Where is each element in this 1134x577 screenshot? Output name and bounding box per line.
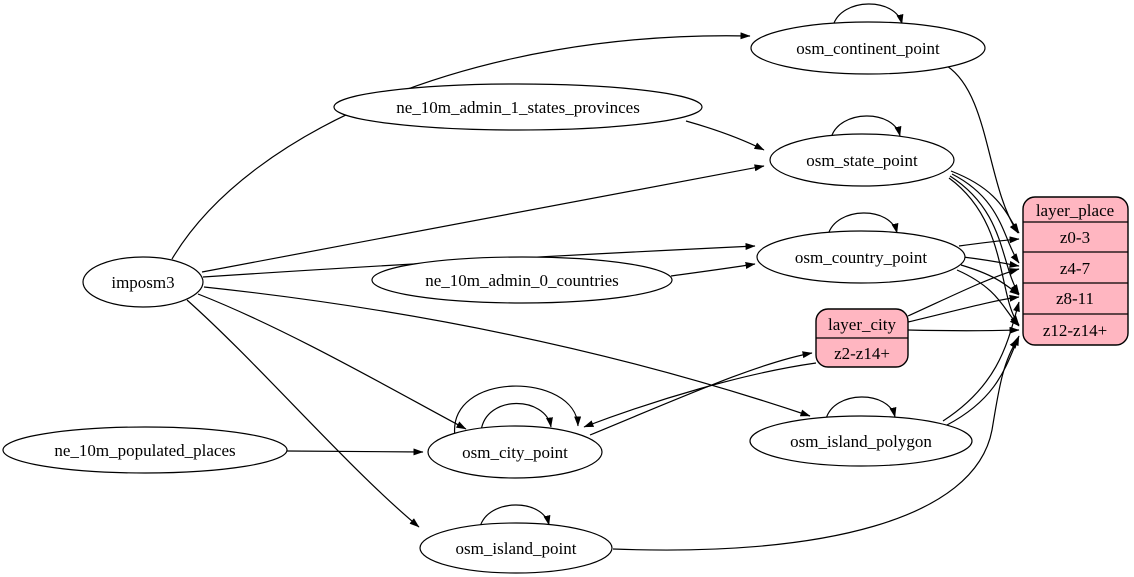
edge-osm_state_point-layer_place-z0-3 (950, 170, 1020, 234)
edge-imposm3-osm_island_point (186, 299, 420, 528)
node-label: osm_continent_point (796, 39, 940, 58)
edge-ne_10m_populated_places-osm_city_point (286, 448, 424, 456)
edge-osm_island_polygon-layer_place-z8-11 (942, 301, 1020, 422)
edge-osm_city_point-layer_city-z2-z14 (589, 351, 813, 436)
node-label: osm_island_polygon (790, 432, 932, 451)
node-label: ne_10m_admin_1_states_provinces (396, 98, 640, 117)
edge-imposm3-osm_island_polygon (203, 286, 811, 417)
node-osm_state_point: osm_state_point (769, 133, 955, 187)
node-label: osm_city_point (462, 443, 568, 462)
node-shape (419, 522, 613, 574)
edge-osm_state_point-layer_place-z12-z14 (948, 177, 1020, 326)
node-shape (749, 415, 973, 467)
edge-osm_country_point-layer_place-z0-3 (958, 236, 1020, 247)
node-shape (333, 83, 703, 131)
edge-layer_city-z2-z14-osm_city_point (583, 362, 817, 428)
node-osm_island_polygon: osm_island_polygon (749, 415, 973, 467)
self-loop-osm_island_polygon (825, 396, 897, 420)
node-shape (750, 21, 986, 75)
node-osm_country_point: osm_country_point (756, 230, 966, 284)
node-osm_island_point: osm_island_point (419, 522, 613, 574)
node-shape (756, 230, 966, 284)
edge-osm_island_polygon-layer_place-z12-z14 (946, 335, 1020, 426)
edge-ne_10m_admin_0_countries-osm_country_point (670, 262, 756, 277)
node-label: osm_state_point (806, 151, 918, 170)
record-title: layer_place (1036, 201, 1114, 220)
edge-imposm3-osm_state_point (201, 164, 765, 273)
record-row-z0-3: z0-3 (1060, 228, 1090, 247)
edge-ne_10m_admin_1_states_provinces-osm_state_point (685, 120, 765, 151)
node-ne_10m_populated_places: ne_10m_populated_places (2, 426, 288, 474)
node-osm_continent_point: osm_continent_point (750, 21, 986, 75)
self-loop-osm_continent_point (832, 3, 904, 27)
edge-imposm3-osm_city_point (197, 293, 467, 430)
self-loop-osm_country_point (827, 212, 899, 236)
edges (171, 3, 1020, 551)
self-loop-osm_island_point (479, 504, 551, 528)
self-loop-osm_state_point (830, 115, 902, 139)
self-loop-osm_city_point-inner (480, 402, 553, 432)
edge-layer_city-layer_place-z4-7 (907, 268, 1020, 317)
edge-osm_country_point-layer_place-z12-z14 (956, 269, 1020, 327)
node-ne_10m_admin_0_countries: ne_10m_admin_0_countries (371, 256, 673, 304)
node-layer_place: layer_place z0-3 z4-7 z8-11 z12-z14+ (1022, 196, 1129, 346)
record-row-z12-z14: z12-z14+ (1043, 321, 1107, 340)
node-osm_city_point: osm_city_point (427, 425, 603, 479)
edge-osm_state_point-layer_place-z8-11 (949, 175, 1020, 295)
self-loop-osm_city_point-outer (454, 385, 582, 438)
node-label: ne_10m_admin_0_countries (425, 271, 619, 290)
edge-layer_city-layer_place-z8-11 (907, 294, 1020, 323)
node-shape (769, 133, 955, 187)
node-shape (371, 256, 673, 304)
node-label: osm_island_point (456, 539, 577, 558)
edge-osm_country_point-layer_place-z4-7 (962, 256, 1020, 268)
node-imposm3: imposm3 (82, 256, 204, 308)
node-label: imposm3 (111, 273, 174, 292)
node-shape (2, 426, 288, 474)
record-row-z8-11: z8-11 (1056, 289, 1094, 308)
record-row-z4-7: z4-7 (1060, 259, 1091, 278)
edge-osm_country_point-layer_place-z8-11 (960, 264, 1020, 296)
edge-osm_island_point-layer_place-z12-z14 (612, 338, 1019, 551)
node-label: ne_10m_populated_places (54, 441, 235, 460)
record-title: layer_city (828, 315, 896, 334)
edge-osm_state_point-layer_place-z4-7 (951, 173, 1020, 264)
nodes: osm_continent_point ne_10m_admin_1_state… (2, 21, 1129, 574)
node-shape (1022, 196, 1129, 346)
node-label: osm_country_point (795, 248, 927, 267)
edge-osm_continent_point-layer_place-z0-3 (946, 65, 1019, 234)
edge-layer_city-layer_place-z12-z14 (907, 326, 1020, 334)
edge-imposm3-osm_continent_point (171, 32, 751, 260)
node-shape (82, 256, 204, 308)
node-layer_city: layer_city z2-z14+ (815, 308, 909, 368)
node-shape (427, 425, 603, 479)
record-row-z2-z14: z2-z14+ (834, 344, 890, 363)
node-ne_10m_admin_1_states_provinces: ne_10m_admin_1_states_provinces (333, 83, 703, 131)
